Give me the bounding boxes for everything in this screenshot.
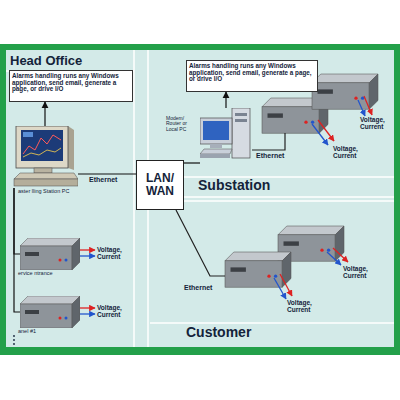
panel-heading: Substation (198, 178, 318, 193)
node-shape (12, 126, 78, 188)
node-shape (20, 296, 80, 328)
meter-device: ervice ntrance (20, 238, 80, 270)
panel-separators (6, 50, 394, 347)
signal-label: Voltage, Current (333, 146, 367, 160)
node-text: Modem/ Router or Local PC (166, 116, 198, 132)
node-shape (200, 108, 252, 166)
panel-background (6, 50, 394, 347)
node-text: anel #1 (18, 329, 68, 335)
panel-heading: Customer (186, 325, 306, 340)
connector-line (14, 188, 20, 254)
computer-node: aster lling Station PC (12, 126, 78, 188)
signal-label: Ethernet (256, 152, 296, 159)
connector-line (14, 188, 20, 312)
signal-label: Voltage, Current (97, 247, 133, 261)
signal-label: Ethernet (184, 284, 224, 291)
signal-label: Voltage, Current (287, 300, 321, 314)
signal-label: Voltage, Current (343, 266, 377, 280)
signal-arrows (74, 96, 372, 314)
callout-box: Alarms handling runs any Windows applica… (186, 60, 318, 92)
node-text: ervice ntrance (18, 271, 68, 277)
node-text: Alarms handling runs any Windows applica… (12, 73, 132, 93)
substation-panel: Alarms handling runs any Windows applica… (150, 50, 394, 196)
connector-line (225, 92, 226, 108)
callout-box: Alarms handling runs any Windows applica… (9, 70, 133, 102)
office-panel: Alarms handling runs any Windows applica… (6, 50, 134, 346)
connector-line (184, 162, 200, 163)
continuation-dots (13, 335, 15, 345)
node-text: LAN/ WAN (138, 172, 182, 197)
green-frame (0, 44, 400, 355)
connector-line (44, 102, 45, 126)
signal-label: Voltage, Current (360, 117, 394, 131)
connector-label: Ethernet (89, 176, 129, 183)
signal-label: Voltage, Current (97, 305, 133, 319)
connector-line (78, 173, 136, 174)
computer-node: Modem/ Router or Local PC (200, 108, 252, 166)
node-text: aster lling Station PC (18, 189, 82, 195)
node-text: Alarms handling runs any Windows applica… (189, 63, 317, 83)
meter-device: anel #1 (20, 296, 80, 328)
network-box: LAN/ WAN (136, 160, 184, 210)
node-shape (20, 238, 80, 270)
panel-heading: Head Office (10, 54, 130, 68)
